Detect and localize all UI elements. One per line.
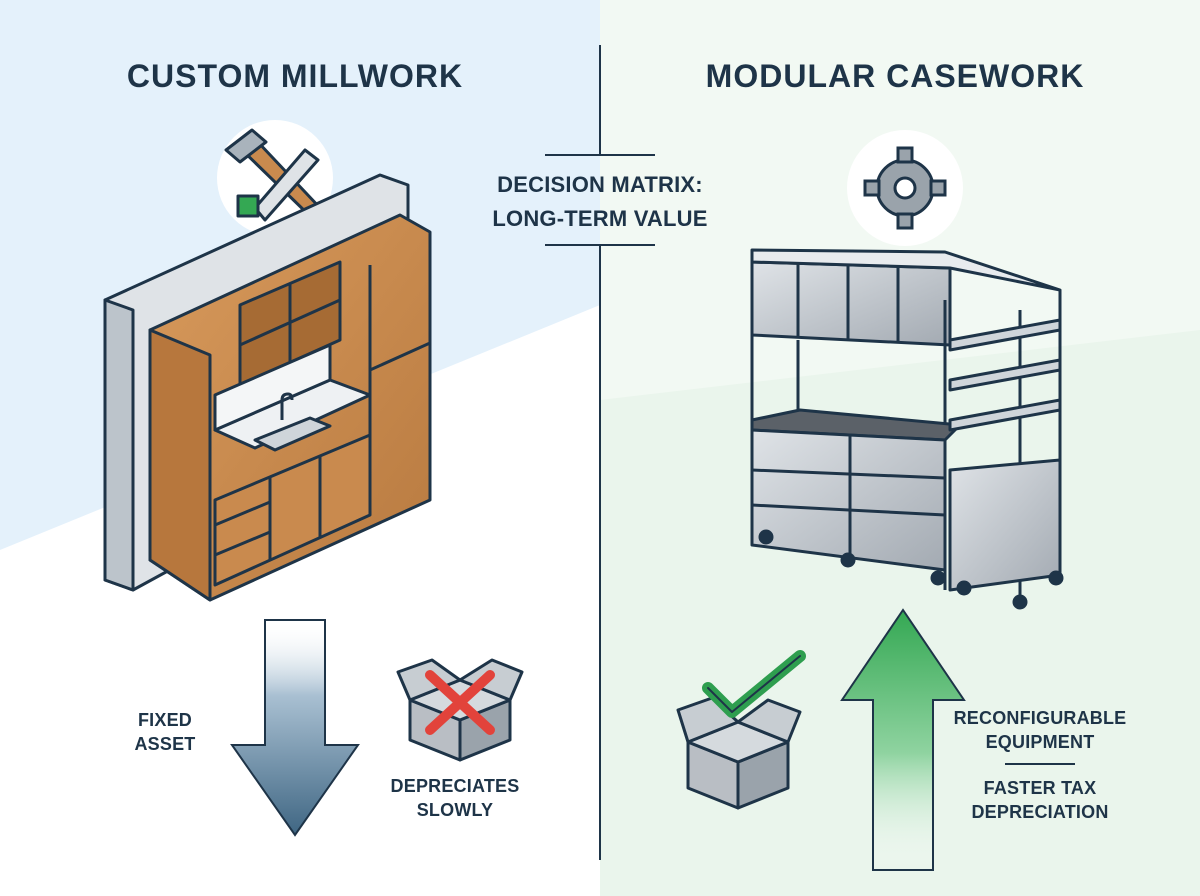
- custom-millwork-cabinet: [103, 173, 432, 602]
- hammer-saw-icon: [217, 120, 333, 236]
- reconfigurable-equipment-label: RECONFIGURABLE EQUIPMENT: [953, 708, 1127, 752]
- modular-casework-title: MODULAR CASEWORK: [705, 58, 1085, 94]
- box-cross-icon: [396, 658, 524, 762]
- center-divider: [545, 45, 655, 860]
- gear-icon: [847, 130, 963, 246]
- decision-matrix-title: DECISION MATRIX: LONG-TERM VALUE: [492, 172, 708, 231]
- custom-millwork-title: CUSTOM MILLWORK: [126, 58, 464, 94]
- modular-casework: [750, 248, 1064, 610]
- faster-tax-depreciation-label: FASTER TAX DEPRECIATION: [971, 778, 1109, 822]
- depreciates-slowly-label: DEPRECIATES SLOWLY: [390, 776, 520, 820]
- fixed-asset-label: FIXED ASSET: [134, 710, 196, 754]
- box-check-icon: [676, 650, 806, 810]
- down-arrow-icon: [230, 619, 360, 837]
- up-arrow-icon: [840, 608, 966, 871]
